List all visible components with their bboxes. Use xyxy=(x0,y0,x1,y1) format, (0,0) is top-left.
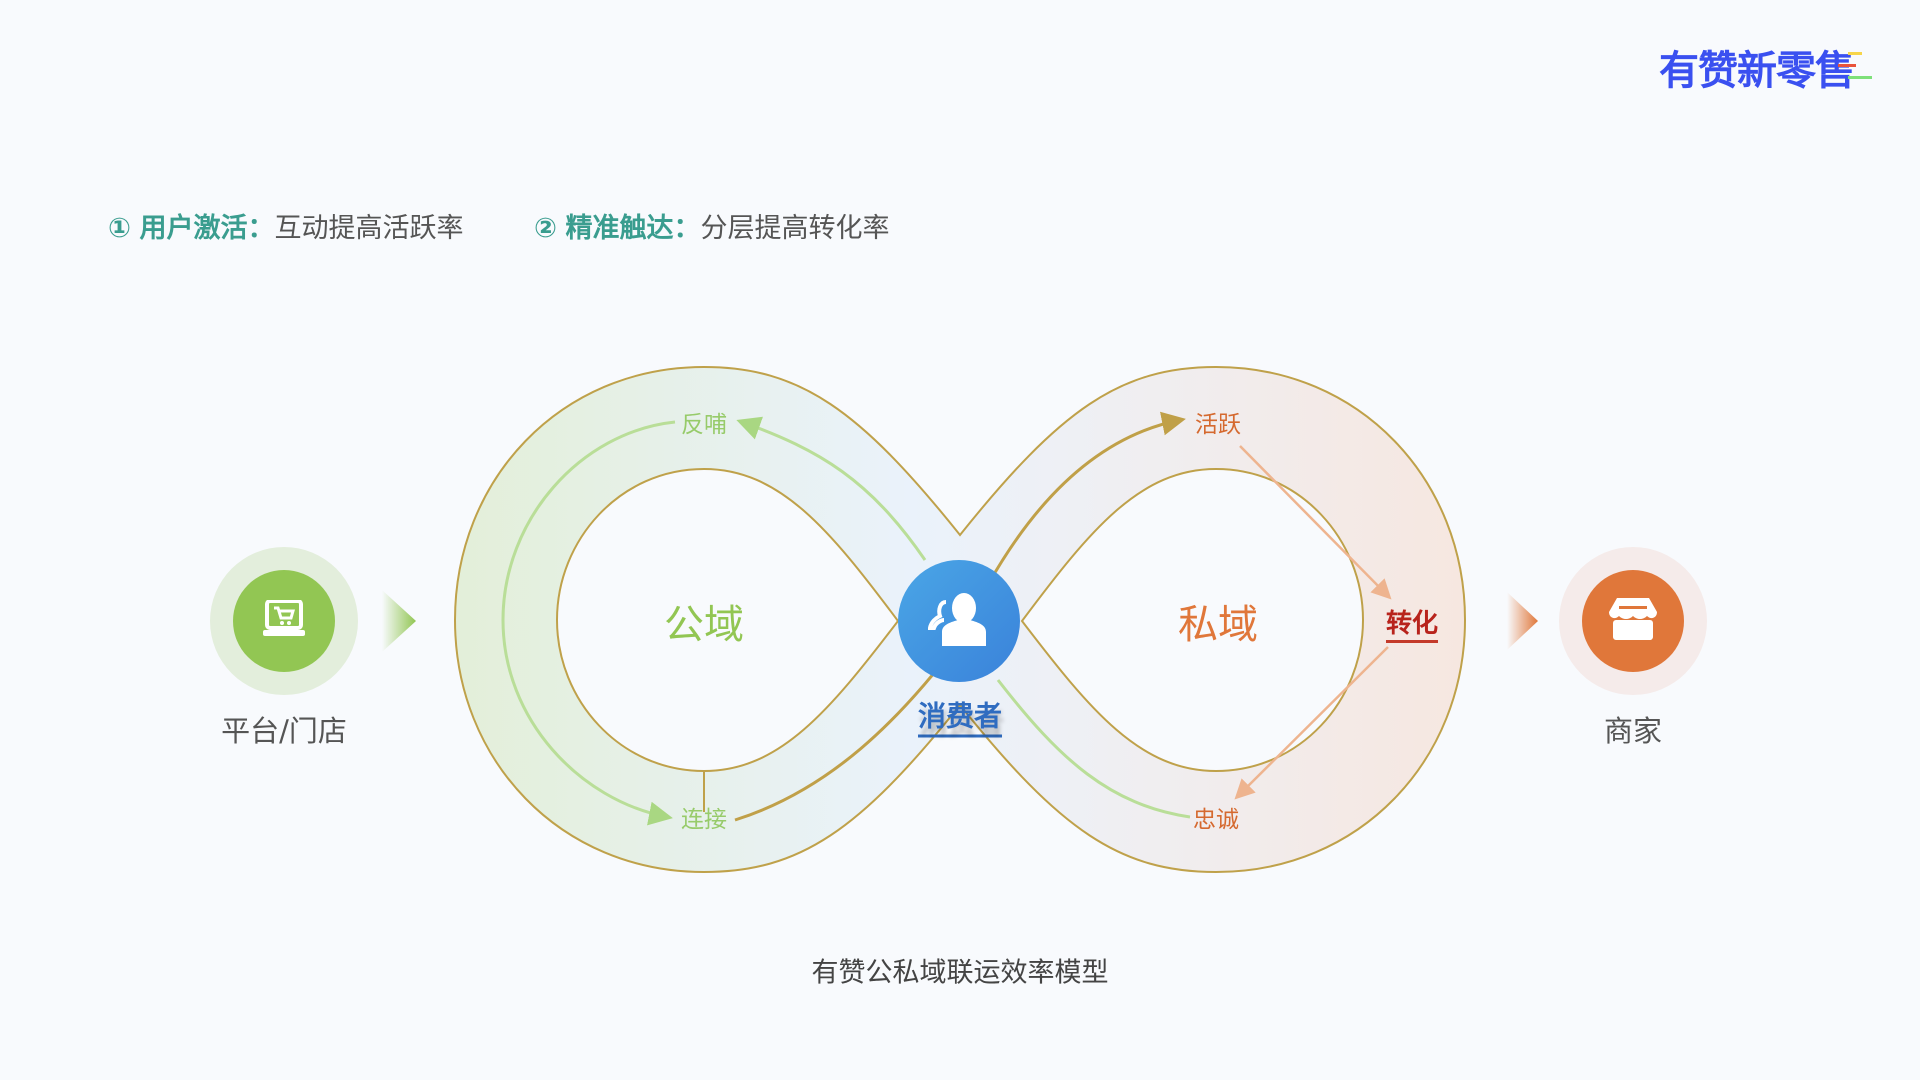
feedback-label: 反哺 xyxy=(681,412,727,438)
convert-label: 转化 xyxy=(1385,603,1439,643)
active-to-convert-arrow xyxy=(1239,445,1392,600)
platform-circle xyxy=(233,570,335,672)
store-icon xyxy=(1609,598,1657,640)
consumer-label: 消费者 xyxy=(917,695,1003,738)
consumer-circle xyxy=(898,560,1020,682)
public-domain-label: 公域 xyxy=(664,602,744,648)
step-number: ① xyxy=(108,213,131,244)
active-label: 活跃 xyxy=(1195,412,1241,438)
feedback-arrow xyxy=(736,416,927,561)
step-key: 精准触达： xyxy=(565,213,701,244)
header-item-activation: ① 用户激活：互动提高活跃率 xyxy=(108,206,463,245)
arrow-to-merchant-icon xyxy=(1507,592,1538,650)
arrow-to-loop-icon xyxy=(382,590,416,652)
connect-arrow xyxy=(501,420,676,826)
logo-bars-icon xyxy=(1838,52,1872,79)
header-item-reach: ② 精准触达：分层提高转化率 xyxy=(534,206,889,245)
users-icon xyxy=(928,593,986,646)
platform-label: 平台/门店 xyxy=(221,714,347,748)
brand-logo: 有赞新零售 xyxy=(1659,48,1855,94)
loyal-path xyxy=(996,679,1191,819)
convert-to-loyal-arrow xyxy=(1234,646,1389,800)
diagram-caption: 有赞公私域联运效率模型 xyxy=(811,957,1109,989)
step-desc: 互动提高活跃率 xyxy=(274,213,464,244)
merchant-circle xyxy=(1582,570,1684,672)
cart-laptop-icon xyxy=(263,600,305,636)
loyal-label: 忠诚 xyxy=(1193,807,1239,833)
step-key: 用户激活： xyxy=(139,213,275,244)
step-number: ② xyxy=(534,213,557,244)
connect-label: 连接 xyxy=(681,807,727,833)
merchant-label: 商家 xyxy=(1603,714,1663,748)
private-domain-label: 私域 xyxy=(1178,602,1258,648)
step-desc: 分层提高转化率 xyxy=(700,213,890,244)
